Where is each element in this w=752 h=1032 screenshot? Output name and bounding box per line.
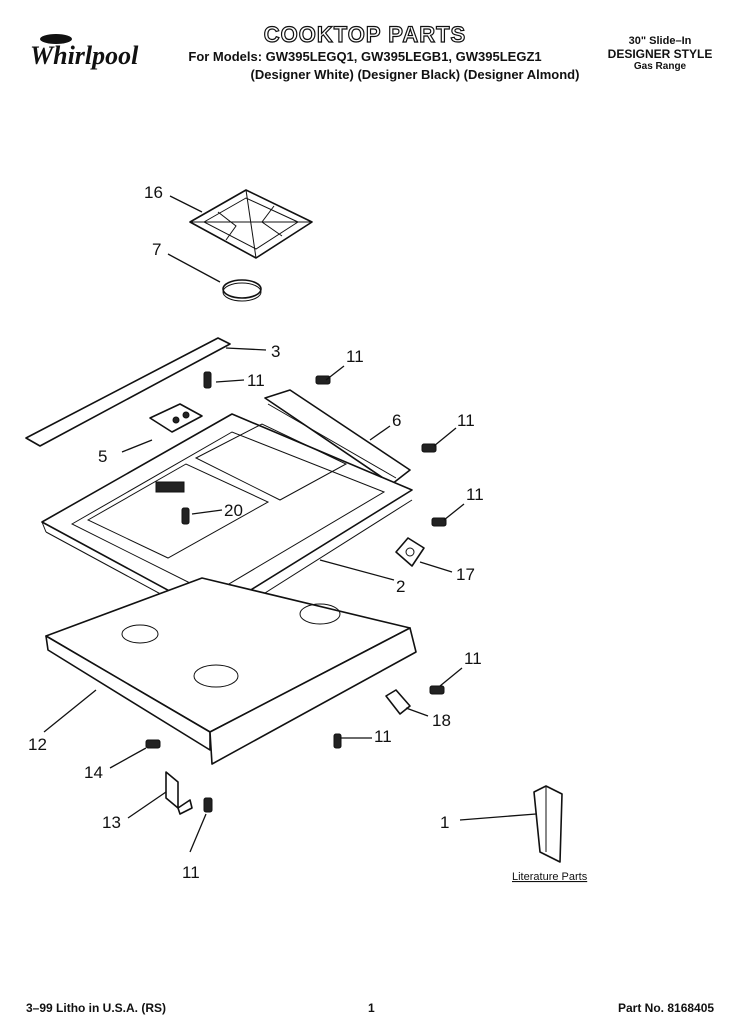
- callout-5: 5: [98, 447, 107, 466]
- range-type: Gas Range: [633, 61, 687, 72]
- callout-11-f: 11: [374, 727, 392, 746]
- callout-20: 20: [224, 501, 243, 520]
- part-literature: [533, 785, 563, 863]
- callout-16: 16: [144, 183, 163, 202]
- whirlpool-logo: Whirlpool: [26, 30, 156, 78]
- model-list: For Models: GW395LEGQ1, GW395LEGB1, GW39…: [188, 49, 542, 64]
- callout-11-d: 11: [466, 485, 484, 504]
- part-mounting-bracket: [165, 771, 193, 815]
- callout-11-b: 11: [346, 347, 364, 366]
- callout-18: 18: [432, 711, 451, 730]
- part-burner-cap: [222, 279, 262, 302]
- callout-14: 14: [84, 763, 103, 782]
- part-cooktop-main-top: [41, 413, 413, 625]
- part-switch-block: [149, 403, 203, 433]
- part-side-bracket: [264, 389, 411, 485]
- callout-11-a: 11: [247, 371, 265, 390]
- range-style: DESIGNER STYLE: [607, 47, 713, 61]
- callout-3: 3: [271, 342, 280, 361]
- page-title: COOKTOP PARTS: [263, 21, 467, 47]
- callout-12: 12: [28, 735, 47, 754]
- callout-17: 17: [456, 565, 475, 584]
- model-variants: (Designer White) (Designer Black) (Desig…: [250, 67, 580, 82]
- callout-11-e: 11: [464, 649, 482, 668]
- callout-6: 6: [392, 411, 401, 430]
- callout-2: 2: [396, 577, 405, 596]
- literature-parts-label: Literature Parts: [512, 871, 588, 883]
- callout-11-g: 11: [182, 863, 200, 882]
- footer-page-number: 1: [368, 1001, 375, 1015]
- whirlpool-logo-mark: Whirlpool: [30, 34, 139, 70]
- part-rear-trim-strip: [25, 337, 231, 447]
- part-orifice-holder: [385, 689, 411, 715]
- callout-11-c: 11: [457, 411, 475, 430]
- screw-icons: [145, 371, 447, 813]
- logo-text: Whirlpool: [30, 41, 139, 70]
- part-burner-grate: [189, 189, 313, 259]
- leader-lines: [43, 195, 537, 853]
- footer-part-number: Part No. 8168405: [618, 1001, 715, 1015]
- footer-litho: 3–99 Litho in U.S.A. (RS): [26, 1001, 167, 1015]
- part-burner-ring: [395, 537, 425, 567]
- callout-13: 13: [102, 813, 121, 832]
- part-burner-box: [45, 577, 417, 765]
- range-size: 30" Slide–In: [628, 35, 692, 47]
- callout-7: 7: [152, 240, 161, 259]
- callout-1: 1: [440, 813, 449, 832]
